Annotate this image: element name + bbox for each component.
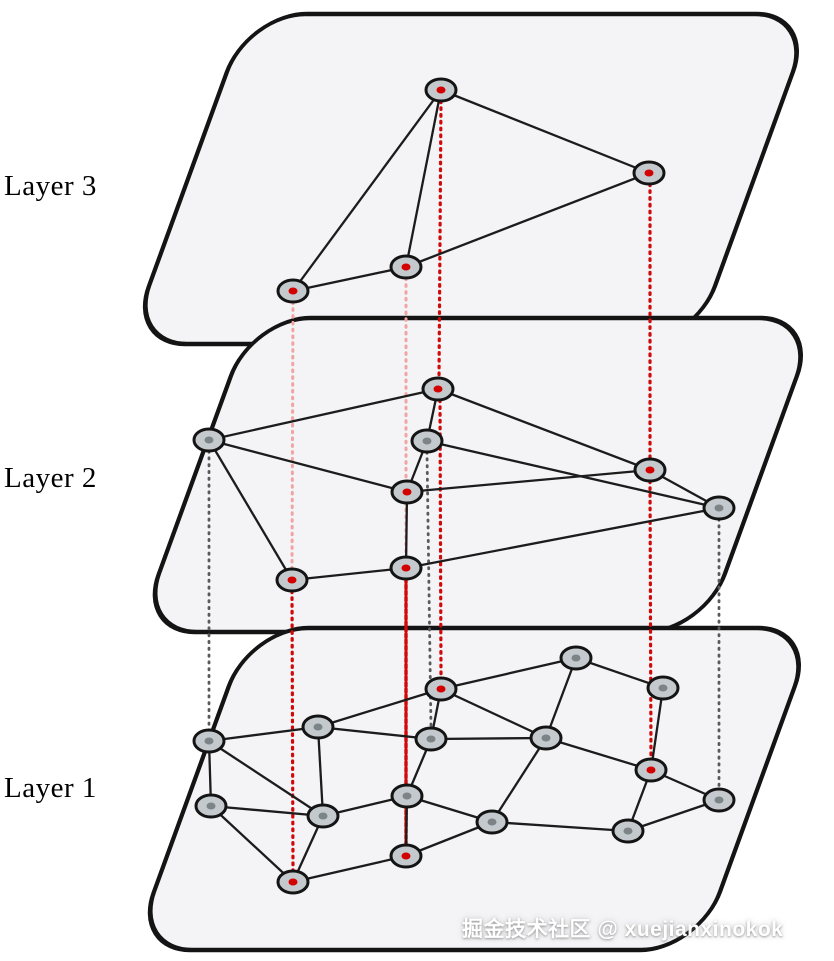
network-edge (404, 491, 409, 569)
node-center-dot (318, 812, 328, 820)
node-center-dot (313, 723, 323, 731)
node-center-dot (401, 263, 411, 271)
network-edge (405, 506, 720, 570)
layer2-plane (152, 315, 804, 635)
network-edge (208, 439, 293, 581)
layer3-plane (142, 11, 800, 347)
layer-2-label: Layer 2 (4, 462, 97, 494)
network-edge (291, 566, 407, 582)
node-center-dot (204, 737, 214, 745)
network-edge (208, 438, 408, 494)
node-center-dot (571, 654, 581, 662)
node-center-dot (645, 466, 655, 474)
node-center-dot (644, 169, 654, 177)
node-center-dot (436, 86, 446, 94)
network-edge (545, 736, 652, 772)
node-center-dot (646, 766, 656, 774)
node-center-dot (658, 684, 668, 692)
node-center-dot (433, 385, 443, 393)
network-edge (210, 805, 294, 883)
network-edge (440, 687, 547, 740)
node-center-dot (714, 796, 724, 804)
network-edge (317, 687, 442, 729)
layer-1-label: Layer 1 (4, 772, 97, 804)
interlayer-link (290, 589, 295, 873)
interlayer-link (648, 479, 653, 761)
network-edge (405, 171, 650, 269)
node-center-dot (426, 735, 436, 743)
network-edge (208, 740, 324, 817)
network-edge (649, 687, 665, 771)
network-edge (437, 387, 651, 472)
network-edge (292, 265, 407, 293)
network-edge (317, 725, 432, 741)
watermark-text: 掘金技术社区 @ xuejianxinokok (462, 918, 784, 941)
node-center-dot (401, 852, 411, 860)
network-edge (292, 89, 442, 292)
network-edge (404, 89, 443, 268)
network-edge (406, 468, 651, 494)
node-center-dot (288, 287, 298, 295)
network-edge (426, 439, 720, 510)
node-center-dot (204, 436, 214, 444)
node-center-dot (623, 827, 633, 835)
network-edge (440, 656, 577, 691)
network-edge (316, 726, 325, 817)
node-center-dot (714, 504, 724, 512)
layer1-plane (147, 625, 802, 953)
network-edge (430, 736, 547, 741)
node-center-dot (422, 437, 432, 445)
network-edge (440, 88, 650, 175)
layer-3-label: Layer 3 (4, 170, 97, 202)
network-edge (210, 804, 324, 818)
network-edge (544, 657, 578, 739)
network-edge (208, 387, 439, 442)
node-center-dot (402, 488, 412, 496)
network-edge (208, 725, 319, 743)
node-center-dot (402, 792, 412, 800)
node-center-dot (541, 734, 551, 742)
node-center-dot (288, 878, 298, 886)
node-center-dot (436, 685, 446, 693)
node-center-dot (206, 802, 216, 810)
node-center-dot (401, 564, 411, 572)
network-edge (627, 798, 720, 833)
interlayer-link (437, 99, 443, 380)
network-edge (491, 820, 629, 833)
network-edge (491, 737, 547, 823)
node-center-dot (287, 576, 297, 584)
network-edge (292, 854, 407, 884)
node-center-dot (487, 818, 497, 826)
